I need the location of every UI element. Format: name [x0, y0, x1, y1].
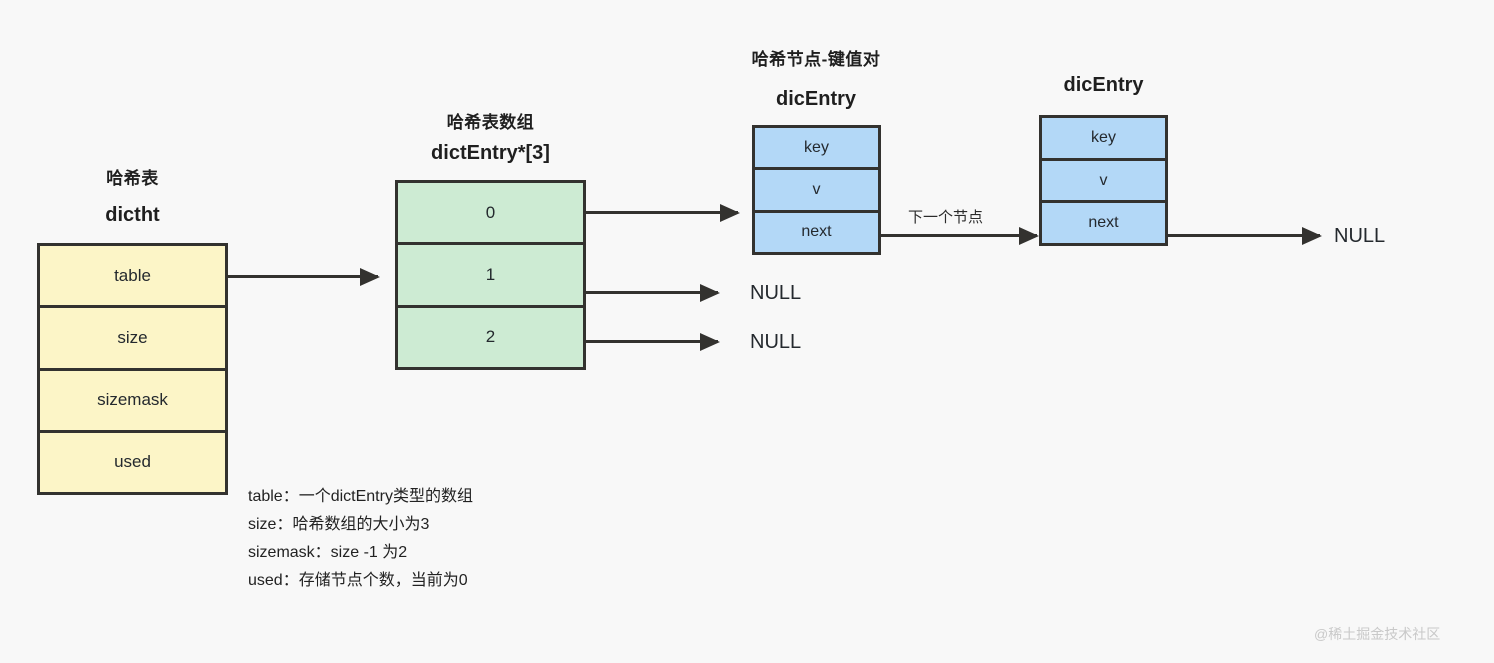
array-cell-0: 0: [398, 183, 583, 246]
arrow-bucket1-to-null: [586, 291, 718, 294]
legend-line-size: size：哈希数组的大小为3: [248, 516, 430, 533]
null-label-bucket2: NULL: [750, 331, 802, 353]
hashtable-struct: table size sizemask used: [37, 243, 228, 495]
hashtable-title-cn: 哈希表: [106, 169, 159, 188]
node1-struct: key v next: [752, 125, 881, 255]
arrow-node2-to-null: [1168, 234, 1320, 237]
arrow-node1-to-node2: [881, 234, 1037, 237]
node-group-title-cn: 哈希节点-键值对: [751, 50, 881, 69]
node1-title: dicEntry: [775, 88, 857, 110]
watermark: @稀土掘金技术社区: [1314, 626, 1441, 642]
hashtable-field-used: used: [40, 432, 225, 492]
node2-field-next: next: [1042, 203, 1165, 244]
arrow-label-next-node: 下一个节点: [908, 209, 984, 226]
node2-field-v: v: [1042, 160, 1165, 204]
array-cell-2: 2: [398, 307, 583, 367]
arrow-bucket0-to-node1: [586, 211, 738, 214]
null-label-node2-next: NULL: [1334, 225, 1386, 247]
legend-block: table：一个dictEntry类型的数组 size：哈希数组的大小为3 si…: [248, 483, 473, 595]
node1-field-v: v: [755, 170, 878, 213]
array-title-cn: 哈希表数组: [446, 113, 535, 132]
legend-line-table: table：一个dictEntry类型的数组: [248, 488, 473, 505]
arrow-table-to-array: [228, 275, 378, 278]
hashtable-field-sizemask: sizemask: [40, 370, 225, 433]
legend-line-sizemask: sizemask：size -1 为2: [248, 544, 408, 561]
hashtable-title-en: dictht: [105, 204, 160, 226]
legend-line-used: used：存储节点个数，当前为0: [248, 572, 468, 589]
array-cell-1: 1: [398, 245, 583, 308]
node2-struct: key v next: [1039, 115, 1168, 246]
node1-field-key: key: [755, 128, 878, 171]
null-label-bucket1: NULL: [750, 282, 802, 304]
hashtable-field-size: size: [40, 308, 225, 371]
hashtable-field-table: table: [40, 246, 225, 309]
node2-title: dicEntry: [1063, 74, 1144, 96]
node1-field-next: next: [755, 212, 878, 252]
arrow-bucket2-to-null: [586, 340, 718, 343]
array-struct: 0 1 2: [395, 180, 586, 370]
array-title-en: dictEntry*[3]: [431, 142, 550, 164]
node2-field-key: key: [1042, 118, 1165, 161]
